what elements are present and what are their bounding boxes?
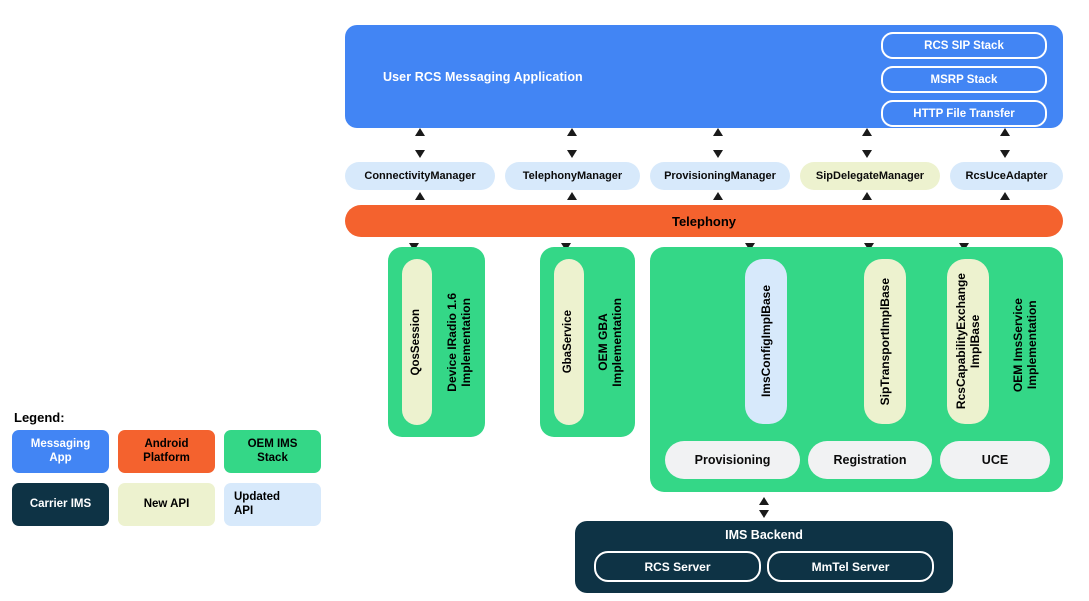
oem-block-device-iradio: QosSession Device IRadio 1.6 Implementat… bbox=[388, 247, 485, 437]
arrow-down-provisioningmanager bbox=[713, 150, 723, 158]
arrow-down-rcsuceadapter bbox=[1000, 150, 1010, 158]
legend-item-android-platform: Android Platform bbox=[118, 430, 215, 473]
ims-backend-box: IMS Backend RCS Server MmTel Server bbox=[575, 521, 953, 593]
api-pill-rcscapabilityexchangeimplbase-label: RcsCapabilityExchange ImplBase bbox=[953, 273, 982, 410]
app-layer-title: User RCS Messaging Application bbox=[383, 69, 583, 84]
service-pill-registration[interactable]: Registration bbox=[808, 441, 932, 479]
telephony-platform-bar: Telephony bbox=[345, 205, 1063, 237]
arrow-up-ims-backend bbox=[759, 497, 769, 505]
legend-title: Legend: bbox=[14, 410, 65, 425]
user-rcs-messaging-application-box: User RCS Messaging Application RCS SIP S… bbox=[345, 25, 1063, 128]
arrow-up-telephony-from-rcsuce bbox=[1000, 192, 1010, 200]
manager-provisioningmanager[interactable]: ProvisioningManager bbox=[650, 162, 790, 190]
legend-item-carrier-ims: Carrier IMS bbox=[12, 483, 109, 526]
service-pill-provisioning[interactable]: Provisioning bbox=[665, 441, 800, 479]
service-pill-uce[interactable]: UCE bbox=[940, 441, 1050, 479]
backend-pill-mmtel-server[interactable]: MmTel Server bbox=[767, 551, 934, 582]
legend-item-new-api: New API bbox=[118, 483, 215, 526]
api-pill-imsconfigimplbase[interactable]: ImsConfigImplBase bbox=[745, 259, 787, 424]
manager-connectivitymanager[interactable]: ConnectivityManager bbox=[345, 162, 495, 190]
legend-item-messaging-app: Messaging App bbox=[12, 430, 109, 473]
arrow-down-telephonymanager bbox=[567, 150, 577, 158]
api-pill-qossession-label: QosSession bbox=[410, 308, 423, 376]
arrow-up-telephony-from-connectivity bbox=[415, 192, 425, 200]
manager-sipdelegatemanager[interactable]: SipDelegateManager bbox=[800, 162, 940, 190]
api-pill-rcscapabilityexchangeimplbase[interactable]: RcsCapabilityExchange ImplBase bbox=[947, 259, 989, 424]
stack-pill-msrp[interactable]: MSRP Stack bbox=[881, 66, 1047, 93]
oem-block-oem-gba: GbaService OEM GBA Implementation bbox=[540, 247, 635, 437]
arrow-down-sipdelegatemanager bbox=[862, 150, 872, 158]
stack-pill-http-file-transfer[interactable]: HTTP File Transfer bbox=[881, 100, 1047, 127]
api-pill-qossession[interactable]: QosSession bbox=[402, 259, 432, 425]
arrow-down-ims-backend bbox=[759, 510, 769, 518]
oem-block-device-iradio-label: Device IRadio 1.6 Implementation bbox=[445, 292, 474, 392]
manager-telephonymanager[interactable]: TelephonyManager bbox=[505, 162, 640, 190]
arrow-down-connectivitymanager bbox=[415, 150, 425, 158]
app-stack-pill-group: RCS SIP Stack MSRP Stack HTTP File Trans… bbox=[881, 32, 1047, 127]
ims-backend-pill-group: RCS Server MmTel Server bbox=[594, 551, 934, 582]
api-pill-gbaservice[interactable]: GbaService bbox=[554, 259, 584, 425]
oem-block-oem-imsservice-label: OEM ImsService Implementation bbox=[1010, 298, 1039, 393]
api-pill-gbaservice-label: GbaService bbox=[562, 310, 575, 374]
api-pill-siptransportimplbase-label: SipTransportImplBase bbox=[877, 277, 892, 406]
arrow-up-rcsuceadapter bbox=[1000, 128, 1010, 136]
ims-backend-title: IMS Backend bbox=[725, 528, 803, 542]
legend-item-updated-api: Updated API bbox=[224, 483, 321, 526]
arrow-up-provisioningmanager bbox=[713, 128, 723, 136]
arrow-up-sipdelegatemanager bbox=[862, 128, 872, 136]
oem-block-oem-imsservice: ImsConfigImplBase SipTransportImplBase R… bbox=[650, 247, 1063, 492]
legend-item-oem-ims-stack: OEM IMS Stack bbox=[224, 430, 321, 473]
backend-pill-rcs-server[interactable]: RCS Server bbox=[594, 551, 761, 582]
stack-pill-rcs-sip[interactable]: RCS SIP Stack bbox=[881, 32, 1047, 59]
oem-block-oem-gba-label: OEM GBA Implementation bbox=[596, 297, 625, 387]
arrow-up-telephonymanager bbox=[567, 128, 577, 136]
manager-rcsuceadapter[interactable]: RcsUceAdapter bbox=[950, 162, 1063, 190]
api-pill-siptransportimplbase[interactable]: SipTransportImplBase bbox=[864, 259, 906, 424]
legend: Messaging App Android Platform OEM IMS S… bbox=[12, 430, 321, 526]
arrow-up-telephony-from-sipdelegate bbox=[862, 192, 872, 200]
arrow-up-connectivitymanager bbox=[415, 128, 425, 136]
arrow-up-telephony-from-telephonymanager bbox=[567, 192, 577, 200]
arrow-up-telephony-from-provisioning bbox=[713, 192, 723, 200]
api-pill-imsconfigimplbase-label: ImsConfigImplBase bbox=[758, 285, 773, 398]
